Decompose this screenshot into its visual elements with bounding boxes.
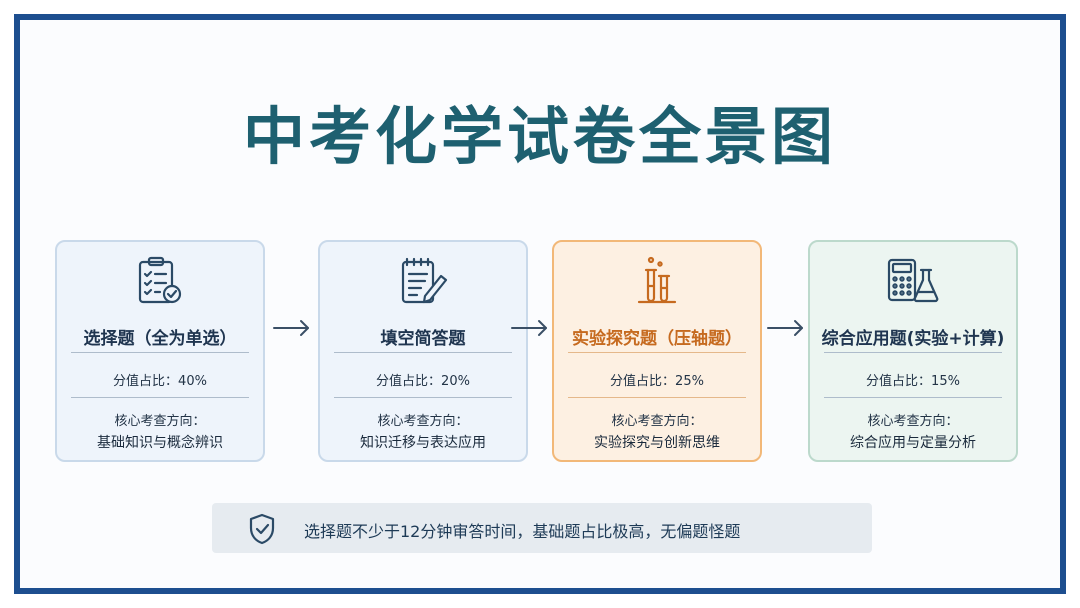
score-ratio: 分值占比：25%: [610, 374, 704, 389]
checklist-clipboard-icon: [138, 256, 182, 304]
divider: [334, 397, 512, 398]
card-title: 实验探究题（压轴题）: [572, 329, 742, 349]
score-ratio: 分值占比：15%: [866, 374, 960, 389]
divider: [568, 397, 746, 398]
divider: [71, 397, 249, 398]
divider: [824, 352, 1002, 353]
direction-label: 核心考查方向：: [611, 414, 703, 429]
direction-text: 综合应用与定量分析: [850, 435, 976, 451]
direction-text: 基础知识与概念辨识: [97, 435, 223, 451]
card-title: 综合应用题(实验+计算): [821, 329, 1005, 349]
card-experiment-inquiry: 实验探究题（压轴题） 分值占比：25% 核心考查方向： 实验探究与创新思维: [552, 240, 762, 462]
page-title: 中考化学试卷全景图: [242, 100, 837, 173]
card-comprehensive: 综合应用题(实验+计算) 分值占比：15% 核心考查方向： 综合应用与定量分析: [808, 240, 1018, 462]
direction-text: 知识迁移与表达应用: [360, 435, 486, 451]
score-ratio: 分值占比：40%: [113, 374, 207, 389]
test-tube-icon: [637, 256, 677, 304]
calculator-flask-icon: [887, 258, 939, 303]
direction-label: 核心考查方向：: [114, 414, 206, 429]
arrow-right-icon: [767, 320, 803, 336]
score-ratio: 分值占比：20%: [376, 374, 470, 389]
tip-text: 选择题不少于12分钟审答时间，基础题占比极高，无偏题怪题: [304, 522, 741, 541]
divider: [71, 352, 249, 353]
card-multiple-choice: 选择题（全为单选） 分值占比：40% 核心考查方向： 基础知识与概念辨识: [55, 240, 265, 462]
shield-check-icon: [249, 513, 275, 545]
arrow-right-icon: [273, 320, 309, 336]
divider: [824, 397, 1002, 398]
card-title: 选择题（全为单选）: [83, 329, 237, 349]
tip-banner: 选择题不少于12分钟审答时间，基础题占比极高，无偏题怪题: [212, 503, 872, 553]
card-fill-blank: 填空简答题 分值占比：20% 核心考查方向： 知识迁移与表达应用: [318, 240, 528, 462]
divider: [334, 352, 512, 353]
direction-text: 实验探究与创新思维: [594, 435, 720, 451]
card-title: 填空简答题: [380, 329, 466, 349]
direction-label: 核心考查方向：: [377, 414, 469, 429]
direction-label: 核心考查方向：: [867, 414, 959, 429]
notepad-pencil-icon: [401, 257, 448, 304]
divider: [568, 352, 746, 353]
arrow-right-icon: [511, 320, 547, 336]
